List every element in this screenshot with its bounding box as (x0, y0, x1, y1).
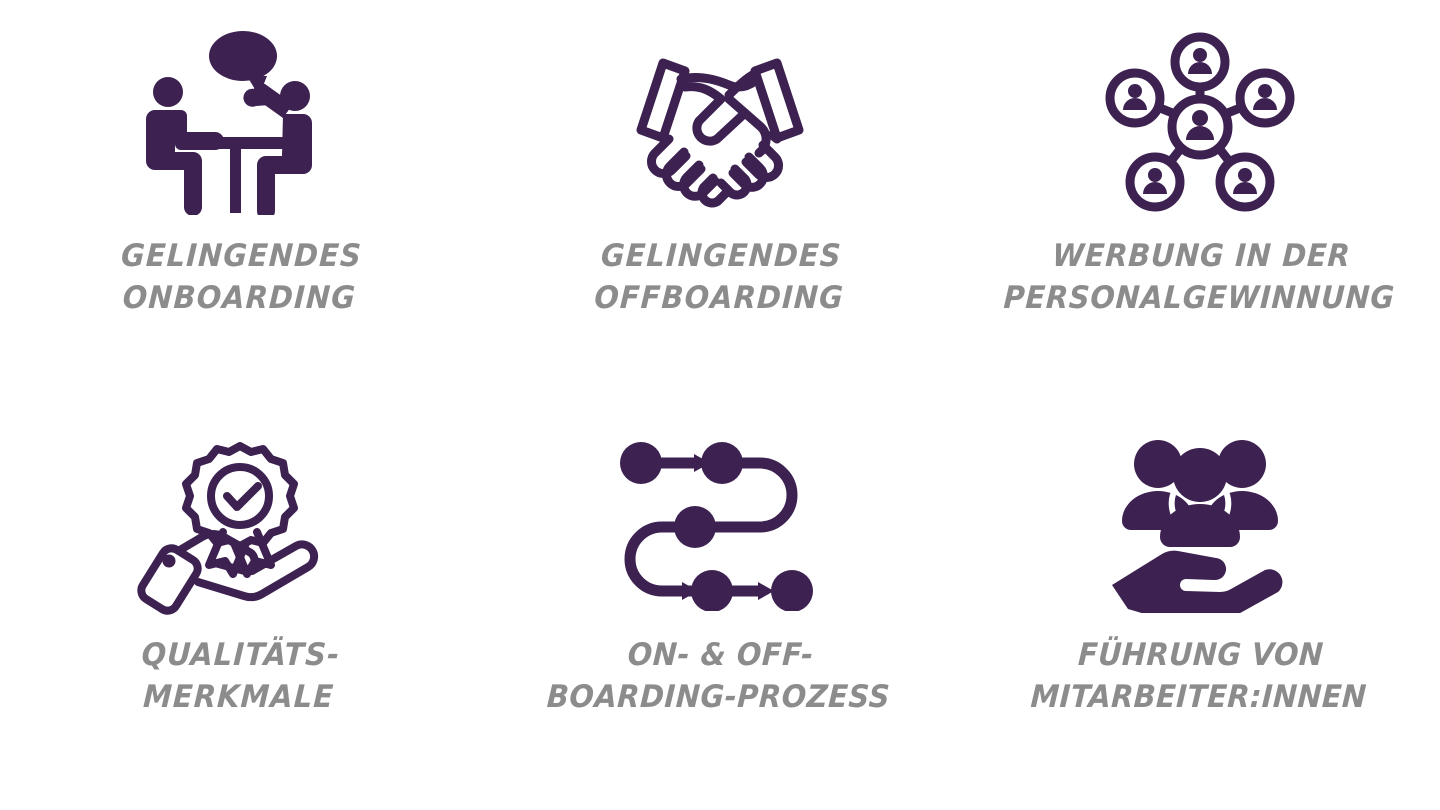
card-qualitaetsmerkmale[interactable]: QUALITÄTS- MERKMALE (0, 405, 480, 810)
card-caption: WERBUNG IN DER PERSONALGEWINNUNG (1002, 238, 1396, 316)
hand-holding-people-group-icon (1100, 425, 1300, 621)
hand-holding-quality-badge-icon (135, 425, 345, 621)
card-fuehrung-mitarbeiterinnen[interactable]: FÜHRUNG VON MITARBEITER:INNEN (960, 405, 1440, 810)
card-gelingendes-onboarding[interactable]: GELINGENDES ONBOARDING (0, 0, 480, 405)
card-caption: ON- & OFF- BOARDING-PROZESS (546, 637, 892, 715)
card-gelingendes-offboarding[interactable]: GELINGENDES OFFBOARDING (480, 0, 960, 405)
people-network-hub-icon (1105, 22, 1295, 222)
handshake-icon (611, 22, 829, 222)
card-caption: GELINGENDES OFFBOARDING (593, 238, 845, 316)
card-werbung-personalgewinnung[interactable]: WERBUNG IN DER PERSONALGEWINNUNG (960, 0, 1440, 405)
card-caption: FÜHRUNG VON MITARBEITER:INNEN (1030, 637, 1368, 715)
card-on-offboarding-prozess[interactable]: ON- & OFF- BOARDING-PROZESS (480, 405, 960, 810)
process-flow-nodes-icon (620, 425, 820, 621)
card-caption: GELINGENDES ONBOARDING (119, 238, 363, 316)
meeting-table-speech-bubble-icon (135, 22, 345, 222)
card-caption: QUALITÄTS- MERKMALE (140, 637, 342, 715)
